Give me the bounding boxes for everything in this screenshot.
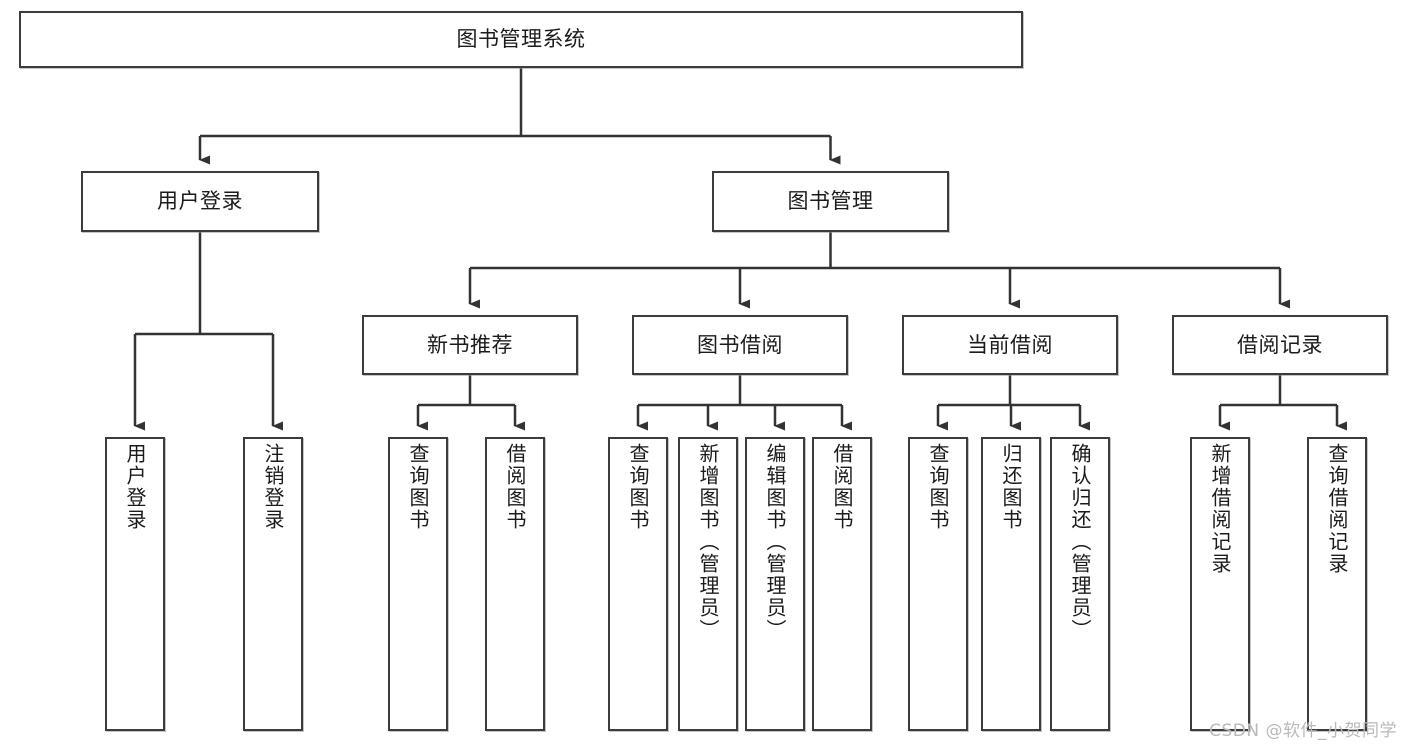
- node-label: 归还图书: [999, 443, 1023, 531]
- node-leaf-12[interactable]: 新增借阅记录: [1190, 437, 1250, 731]
- node-leaf-5[interactable]: 查询图书: [608, 437, 668, 731]
- node-label: 查询图书: [406, 443, 430, 531]
- node-leaf-13[interactable]: 查询借阅记录: [1307, 437, 1367, 731]
- node-label: 新增图书（管理员）: [696, 443, 720, 641]
- node-label: 查询借阅记录: [1325, 443, 1349, 575]
- node-l2-borrow[interactable]: 图书借阅: [632, 315, 848, 375]
- node-leaf-4[interactable]: 借阅图书: [485, 437, 545, 731]
- node-label: 注销登录: [261, 443, 285, 531]
- node-leaf-7[interactable]: 编辑图书（管理员）: [745, 437, 805, 731]
- node-root[interactable]: 图书管理系统: [19, 11, 1023, 68]
- node-label: 确认归还（管理员）: [1068, 443, 1092, 641]
- node-leaf-6[interactable]: 新增图书（管理员）: [678, 437, 738, 731]
- node-label: 借阅图书: [830, 443, 854, 531]
- node-label: 当前借阅: [967, 332, 1053, 357]
- node-leaf-8[interactable]: 借阅图书: [812, 437, 872, 731]
- node-leaf-3[interactable]: 查询图书: [388, 437, 448, 731]
- node-leaf-1[interactable]: 用户登录: [105, 437, 165, 731]
- node-l2-record[interactable]: 借阅记录: [1172, 315, 1388, 375]
- node-label: 查询图书: [626, 443, 650, 531]
- node-label: 用户登录: [157, 189, 243, 214]
- node-label: 查询图书: [926, 443, 950, 531]
- node-leaf-2[interactable]: 注销登录: [243, 437, 303, 731]
- node-label: 用户登录: [123, 443, 147, 531]
- node-leaf-9[interactable]: 查询图书: [908, 437, 968, 731]
- node-label: 图书管理: [787, 189, 874, 214]
- node-label: 借阅图书: [503, 443, 527, 531]
- watermark: CSDN @软件_小贺同学: [1209, 721, 1397, 741]
- node-leaf-10[interactable]: 归还图书: [981, 437, 1041, 731]
- node-label: 图书借阅: [697, 332, 783, 357]
- node-l2-new[interactable]: 新书推荐: [362, 315, 578, 375]
- node-leaf-11[interactable]: 确认归还（管理员）: [1050, 437, 1110, 731]
- node-label: 编辑图书（管理员）: [763, 443, 787, 641]
- node-label: 新书推荐: [427, 332, 513, 357]
- node-label: 图书管理系统: [456, 27, 586, 52]
- node-label: 借阅记录: [1237, 332, 1323, 357]
- node-label: 新增借阅记录: [1208, 443, 1232, 575]
- node-l1-book[interactable]: 图书管理: [712, 171, 949, 232]
- node-l2-current[interactable]: 当前借阅: [902, 315, 1118, 375]
- node-l1-login[interactable]: 用户登录: [81, 171, 319, 232]
